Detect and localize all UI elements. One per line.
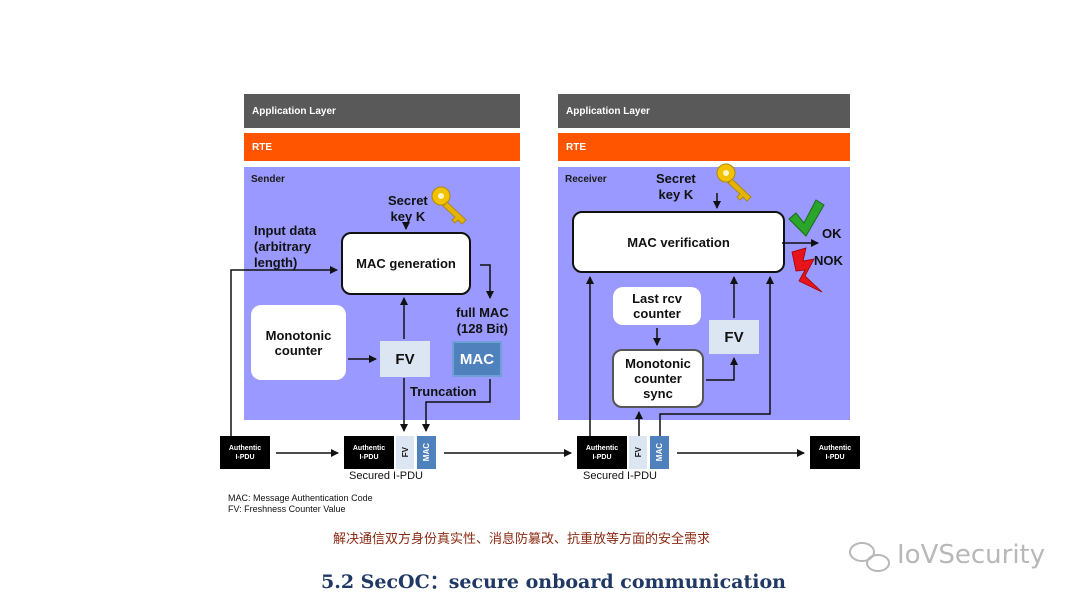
sender-rte-bar: RTE <box>244 133 520 161</box>
secured-ipdu-sender-mac: MAC <box>417 436 436 469</box>
sender-rte-label: RTE <box>252 141 272 153</box>
secured-ipdu-receiver-fv: FV <box>629 436 647 469</box>
ok-label: OK <box>822 226 842 241</box>
legend-mac: MAC: Message Authentication Code <box>228 493 373 503</box>
receiver-panel-label: Receiver <box>565 174 607 185</box>
receiver-rte-label: RTE <box>566 141 586 153</box>
legend-fv: FV: Freshness Counter Value <box>228 504 346 514</box>
wechat-watermark-icon <box>849 542 890 572</box>
secured-ipdu-sender-caption: Secured I-PDU <box>349 470 423 482</box>
full-mac-label: full MAC(128 Bit) <box>456 305 509 336</box>
input-data-label: Input data (arbitrary length) <box>254 223 317 270</box>
legend: MAC: Message Authentication Code FV: Fre… <box>228 493 373 515</box>
receiver-rte-bar: RTE <box>558 133 850 161</box>
sender-application-layer-bar: Application Layer <box>244 94 520 128</box>
receiver-fv-box: FV <box>709 320 759 354</box>
secured-ipdu-receiver-mac: MAC <box>650 436 669 469</box>
secured-ipdu-receiver-caption: Secured I-PDU <box>583 470 657 482</box>
nok-label: NOK <box>814 253 843 268</box>
chinese-subtitle: 解决通信双方身份真实性、消息防篡改、抗重放等方面的安全需求 <box>333 532 711 547</box>
secured-ipdu-sender-fv: FV <box>396 436 414 469</box>
sender-mac-box: MAC <box>452 341 502 377</box>
sender-panel-label: Sender <box>251 174 285 185</box>
page-title: 5.2 SecOC：secure onboard communication <box>321 571 786 593</box>
mac-generation-box: MAC generation <box>341 232 471 295</box>
truncation-label: Truncation <box>410 384 477 399</box>
watermark-text: IoVSecurity <box>897 540 1046 570</box>
receiver-application-layer-label: Application Layer <box>566 105 650 117</box>
receiver-application-layer-bar: Application Layer <box>558 94 850 128</box>
sender-fv-box: FV <box>380 341 430 377</box>
mac-verification-box: MAC verification <box>572 211 785 273</box>
sender-application-layer-label: Application Layer <box>252 105 336 117</box>
receiver-panel <box>558 167 850 420</box>
